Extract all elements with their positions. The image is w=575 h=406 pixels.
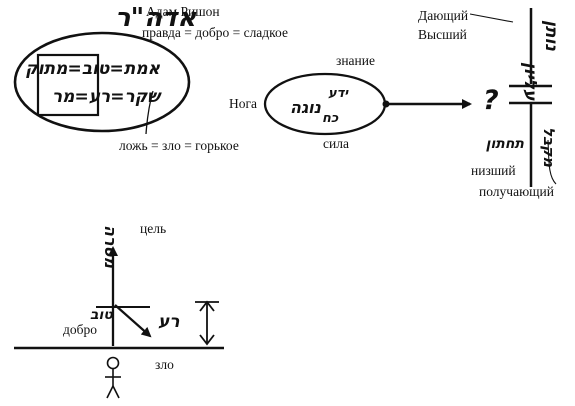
truth-equation-label: правда = добро = сладкое (142, 25, 288, 40)
noga-label: Нога (229, 96, 257, 111)
good-hebrew: טוב (90, 307, 113, 323)
truth-row-hebrew: אמת=טוב=מתוק (25, 59, 160, 79)
knowledge-hebrew: ידע (328, 86, 349, 101)
receiver-hebrew: מקבל (540, 127, 558, 168)
goal-group: цель מטרה טוב добро רע зло (14, 221, 224, 399)
adam-ellipse (13, 31, 191, 133)
strength-hebrew: כח (322, 111, 339, 126)
knowledge-label: знание (336, 53, 375, 68)
receiver-label: получающий (479, 184, 554, 199)
good-label: добро (63, 322, 97, 337)
goal-label: цель (140, 221, 166, 236)
level-bracket-arrowheads (199, 300, 215, 346)
giver-pointer (469, 13, 514, 23)
adam-header-hebrew: אדה"ר (115, 3, 196, 33)
lower-label: низший (471, 163, 516, 178)
giver-receiver-group: Дающий Высший עליון נותן ? תחתון מקבל ни… (418, 8, 561, 199)
evil-arrow (114, 304, 152, 338)
noga-hebrew: נוגה (290, 98, 322, 117)
lie-row-hebrew: שקר=רע=מר (52, 87, 162, 107)
noga-group: знание Нога נוגה ידע כח сила (229, 53, 472, 151)
adam-rishon-label: Адам Ришон (146, 4, 220, 19)
higher-label: Высший (418, 27, 467, 42)
lie-equation-label: ложь = зло = горькое (119, 138, 239, 153)
sweet-bitter-box (36, 53, 100, 117)
question-mark: ? (483, 85, 499, 116)
lower-hebrew: תחתון (486, 136, 525, 152)
strength-label: сила (323, 136, 349, 151)
adam-rishon-group: אדה"ר Адам Ришон правда = добро = сладко… (13, 3, 288, 153)
evil-label: зло (155, 357, 174, 372)
goal-hebrew: מטרה (101, 225, 120, 268)
giver-label: Дающий (418, 8, 468, 23)
giver-hebrew: נותן (541, 20, 561, 51)
lie-pointer-line (145, 90, 154, 135)
evil-hebrew: רע (158, 312, 180, 332)
stick-figure (105, 356, 121, 399)
receiver-pointer (547, 139, 557, 185)
